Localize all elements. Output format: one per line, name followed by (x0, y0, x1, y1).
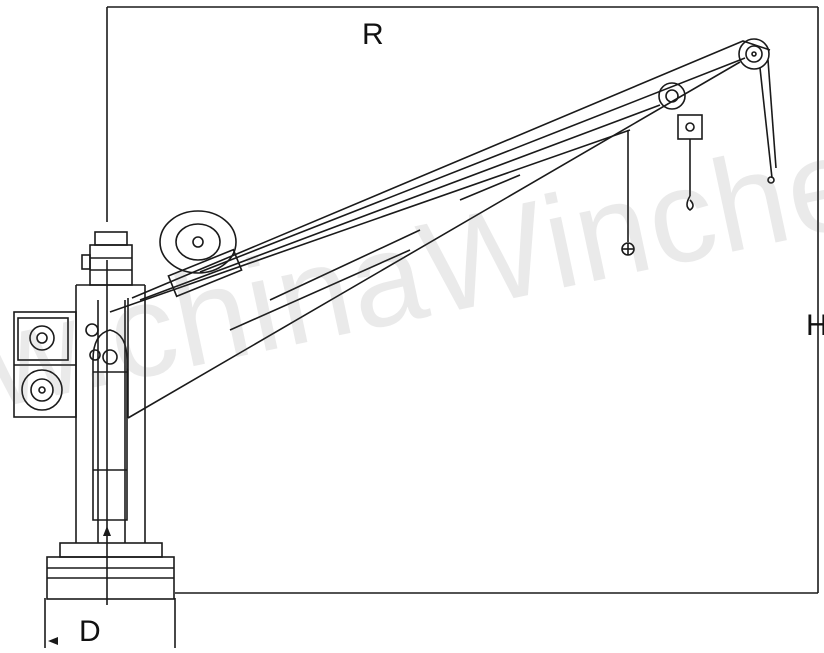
dimension-arrows (48, 526, 111, 645)
crane-boom (109, 40, 771, 419)
motor-unit (81, 231, 133, 286)
hydraulic-cylinder (92, 329, 128, 521)
dimension-frame (44, 6, 819, 648)
base-diameter-label: D (79, 615, 101, 648)
boom-winch-drum (159, 210, 243, 298)
side-winch (13, 311, 101, 418)
boom-tip-sheave (738, 38, 777, 184)
hook-block (677, 114, 703, 211)
height-label: H (806, 309, 824, 342)
reach-label: R (362, 18, 384, 51)
hanging-hook (621, 130, 635, 256)
mid-sheave (658, 82, 686, 110)
